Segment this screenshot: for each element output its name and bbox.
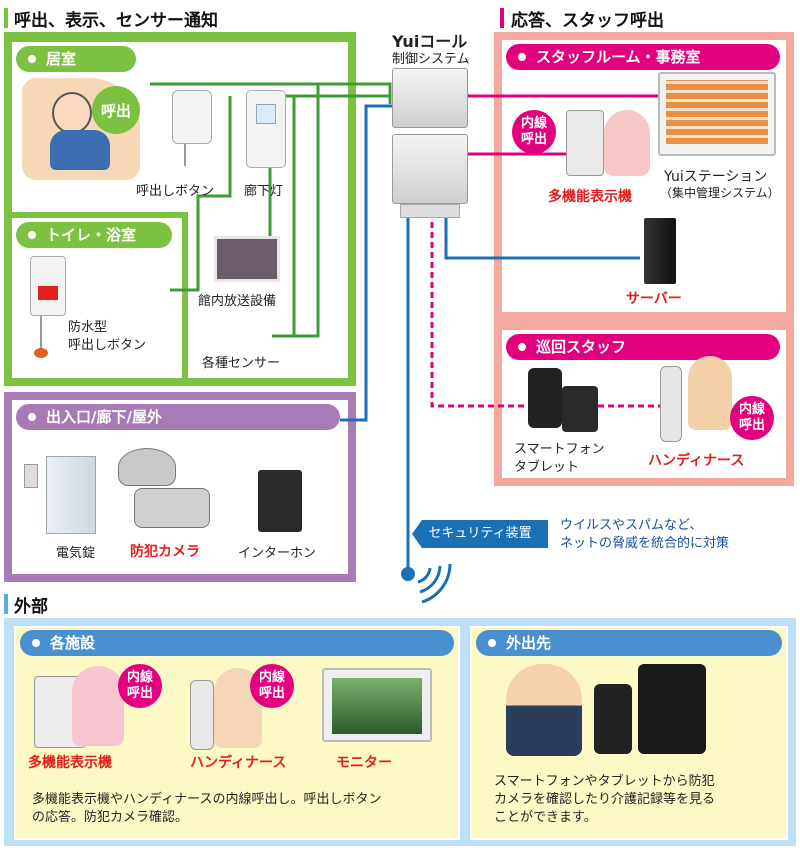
handy-nurse-phone [660,366,682,442]
station-label: Yuiステーション [664,166,767,186]
display-phone-label: 多機能表示機 [548,186,632,206]
facility-monitor-screen [332,678,422,734]
tablet-label: タブレット [514,456,579,475]
facility-badge-1-text: 内線呼出 [125,670,155,702]
facility-badge-2-text: 内線呼出 [257,670,287,702]
antenna-node [401,567,415,581]
corridor-light-device [246,90,286,168]
security-desc-1: ウイルスやスパムなど、 [560,514,702,533]
waterproof-label-2: 呼出しボタン [68,334,146,353]
handy-nurse-label: ハンディナース [648,450,744,470]
pa-system-label: 館内放送設備 [198,290,276,309]
corridor-light-label: 廊下灯 [244,180,283,199]
outing-desc-1: スマートフォンやタブレットから防犯 [494,770,715,789]
call-bubble: 呼出 [92,86,140,134]
call-button-label: 呼出しボタン [136,180,214,199]
control-unit-bottom [392,134,468,204]
security-camera-label: 防犯カメラ [130,541,200,561]
outing-smartphone [594,684,632,754]
display-phone-device [566,110,604,176]
control-unit-top [392,68,468,128]
server-label: サーバー [626,288,682,308]
intercom-device [258,470,302,532]
outing-tablet [638,664,706,754]
corridor-light-lamp [256,104,276,124]
staff-room-badge: 内線呼出 [512,110,556,154]
security-device-label: セキュリティ装置 [428,526,531,541]
system-subtitle: 制御システム [392,48,470,67]
call-button-device [172,90,212,144]
control-unit-stand [400,204,460,218]
patrol-badge-text: 内線呼出 [737,402,767,434]
server-device [644,218,676,284]
waterproof-cord [40,316,52,350]
patient-head-icon [52,92,92,134]
facility-badge-2: 内線呼出 [250,664,294,708]
facility-handy-nurse-label: ハンディナース [190,752,286,772]
call-button-cord [184,144,198,166]
facilities-desc-1: 多機能表示機やハンディナースの内線呼出し。呼出しボタン [32,788,381,807]
facility-staff-woman [72,666,124,746]
facility-handy-phone [190,680,214,750]
electric-lock-plate [24,464,38,488]
line-server [446,212,640,258]
patient-body-icon [50,130,110,170]
pa-speaker-device [214,236,280,282]
line-entrance [340,106,392,420]
electric-lock-label: 電気錠 [56,542,95,561]
waterproof-label-1: 防水型 [68,316,107,335]
electric-lock-door [46,456,96,534]
outing-desc-2: カメラを確認したり介護記録等を見る [494,788,715,807]
staff-room-badge-text: 内線呼出 [519,116,549,148]
outing-desc-3: ことができます。 [494,806,597,825]
station-screen [666,80,768,144]
security-desc-2: ネットの脅威を統合的に対策 [560,532,729,551]
tablet-device [562,386,598,432]
station-sub-label: （集中管理システム） [660,184,780,201]
nurse-woman-illustration [688,356,732,430]
sensors-label: 各種センサー [202,352,280,371]
waterproof-pull-ring [34,348,48,358]
dome-camera [118,448,176,486]
outing-businessman [506,664,582,756]
smartphone-label: スマートフォン [514,438,605,457]
facility-display-phone-label: 多機能表示機 [28,752,112,772]
staff-woman-illustration [604,110,650,176]
facility-badge-1: 内線呼出 [118,664,162,708]
smartphone-device [528,368,562,428]
patrol-badge: 内線呼出 [730,396,774,440]
facility-monitor-label: モニター [336,752,392,772]
intercom-label: インターホン [238,542,316,561]
bullet-camera [134,488,210,528]
call-bubble-label: 呼出 [101,100,131,121]
security-device-tag: セキュリティ装置 [412,520,548,548]
waterproof-button-red [38,286,58,300]
facilities-desc-2: の応答。防犯カメラ確認。 [32,806,188,825]
